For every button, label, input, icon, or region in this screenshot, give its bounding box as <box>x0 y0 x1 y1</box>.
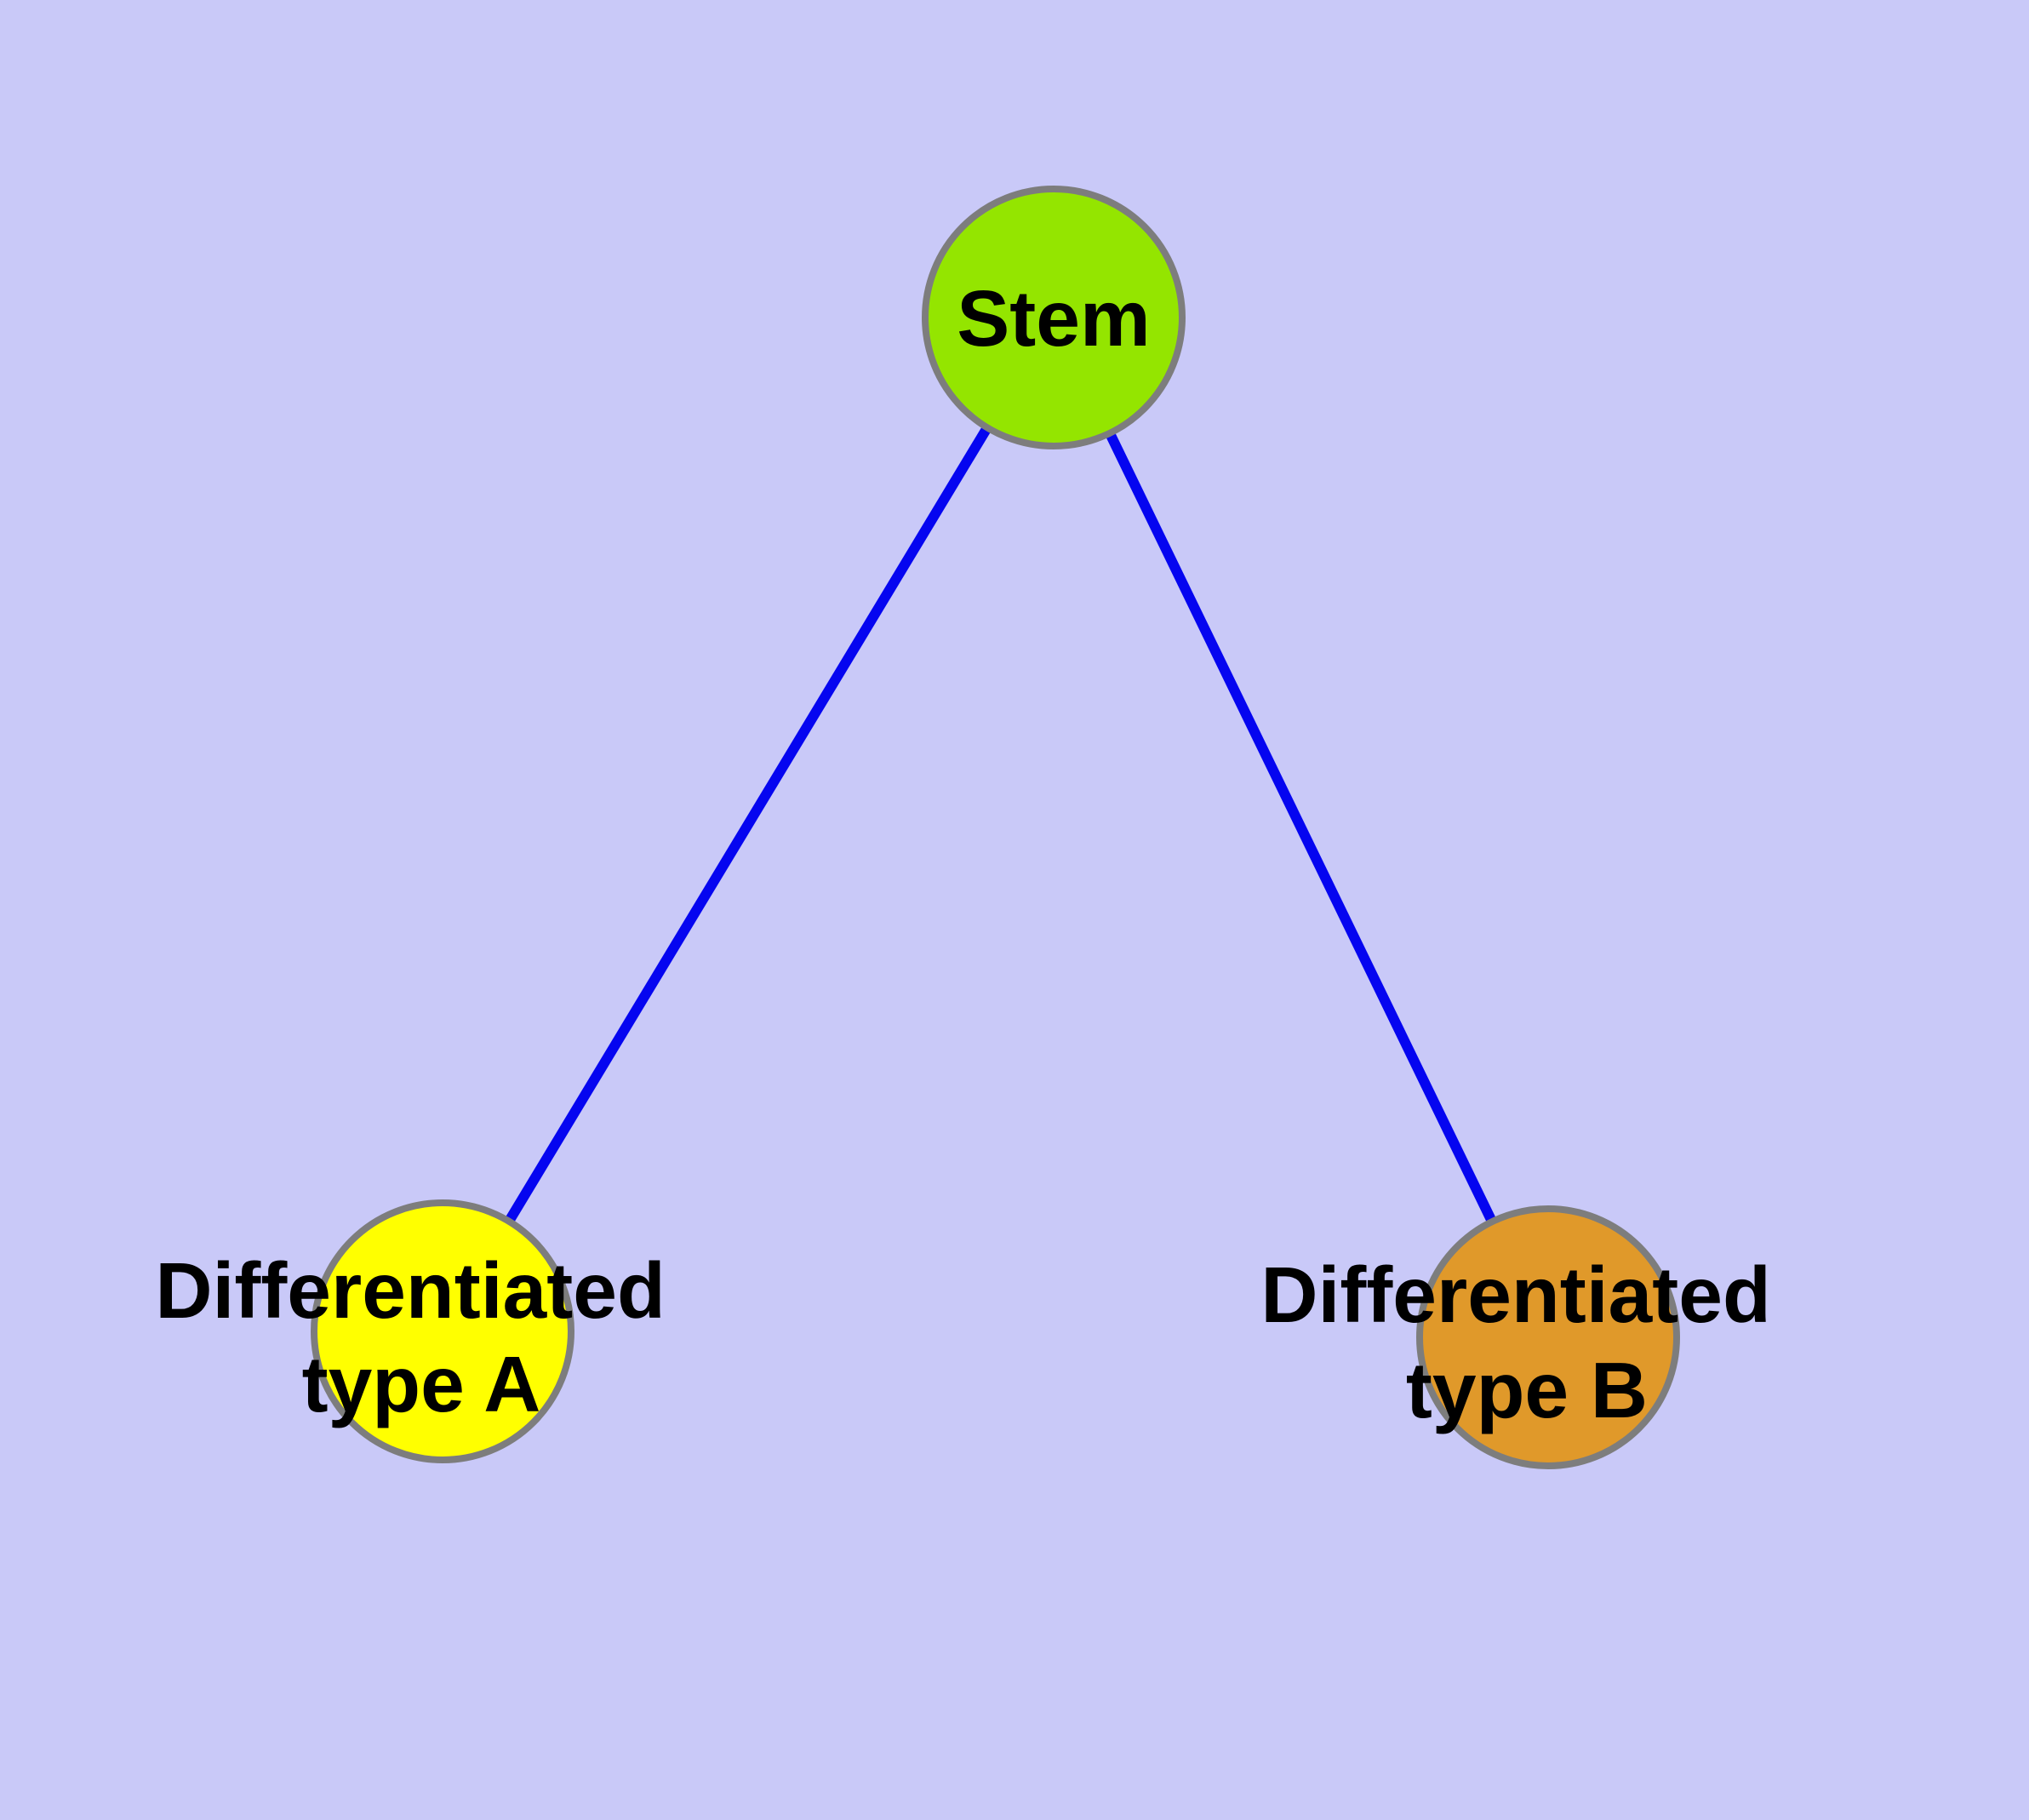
node-typeB-label: Differentiated type B <box>1260 1251 1792 1434</box>
node-differentiated-type-b: Differentiated type B <box>1260 1205 1792 1469</box>
edge-stem-to-typeA <box>437 314 1059 1335</box>
node-stem-label: Stem <box>957 274 1150 363</box>
node-typeB-circle <box>1416 1205 1680 1469</box>
node-typeA-label-line2: type A <box>302 1340 541 1428</box>
node-typeB-label-line2: type B <box>1406 1346 1648 1434</box>
node-typeB-label-line1: Differentiated <box>1260 1251 1770 1339</box>
node-stem: Stem <box>922 186 1186 449</box>
node-typeA-label-line1: Differentiated <box>155 1246 665 1335</box>
node-typeA-circle <box>311 1199 574 1463</box>
node-typeA-label: Differentiated type A <box>155 1246 687 1428</box>
node-differentiated-type-a: Differentiated type A <box>155 1199 687 1463</box>
edge-stem-to-typeB <box>1049 315 1553 1340</box>
node-stem-circle <box>922 186 1186 449</box>
